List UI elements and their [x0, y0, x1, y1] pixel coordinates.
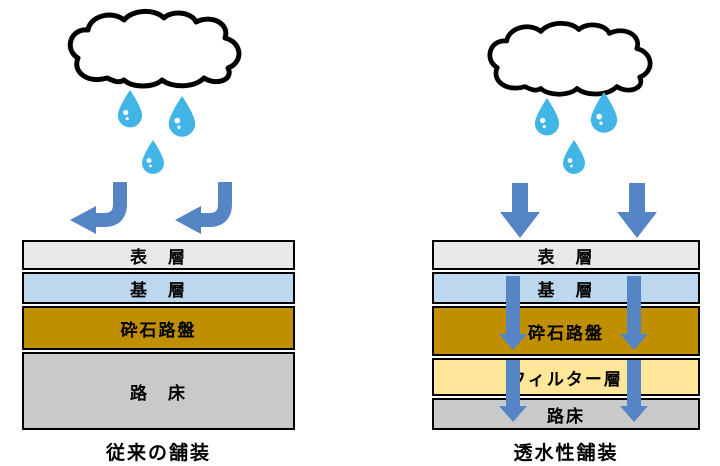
raindrop-icon [563, 140, 585, 174]
raindrop-icon [590, 92, 618, 133]
infiltration-arrows-sky [500, 183, 657, 238]
raindrop-icon [142, 140, 164, 174]
panel-permeable: 表 層 基 層 砕石路盤 フィルター層 路床 透水性舗装 [432, 240, 700, 465]
layer-base: 基 層 [432, 272, 700, 304]
runoff-arrow-icon [70, 182, 127, 234]
layer-surface-label: 表 層 [537, 247, 595, 267]
raindrop-icon [534, 98, 560, 136]
layer-surface: 表 層 [22, 240, 295, 270]
layer-surface: 表 層 [432, 240, 700, 270]
infiltration-arrow-icon [500, 183, 540, 238]
layer-subgrade-label: 路 床 [130, 383, 187, 403]
layer-filter-label: フィルター層 [509, 369, 623, 389]
layer-crushed-stone: 砕石路盤 [22, 306, 295, 350]
raindrop-icon [117, 90, 143, 128]
caption-permeable: 透水性舗装 [513, 443, 619, 464]
raindrop-icon [168, 96, 196, 137]
cloud-icon [67, 9, 242, 89]
panel-conventional: 表 層 基 層 砕石路盤 路 床 従来の舗装 [22, 240, 295, 465]
layer-subgrade: 路床 [432, 398, 700, 430]
layer-subgrade-label: 路床 [547, 406, 585, 426]
layer-base-label: 基 層 [130, 280, 187, 300]
layer-filter: フィルター層 [432, 358, 700, 396]
cloud-icon [487, 21, 653, 97]
runoff-arrow-icon [175, 182, 232, 234]
infiltration-arrow-icon [617, 183, 657, 238]
layer-crushed-stone-label: 砕石路盤 [120, 320, 197, 340]
runoff-arrows [70, 182, 232, 234]
layer-crushed-stone-label: 砕石路盤 [528, 323, 604, 343]
layer-base-label: 基 層 [537, 280, 595, 300]
caption-conventional: 従来の舗装 [105, 443, 211, 464]
layer-subgrade: 路 床 [22, 352, 295, 430]
layer-surface-label: 表 層 [130, 247, 187, 267]
raindrops-left [117, 90, 196, 174]
layer-base: 基 層 [22, 272, 295, 304]
raindrops-right [534, 92, 618, 174]
layer-crushed-stone: 砕石路盤 [432, 306, 700, 356]
